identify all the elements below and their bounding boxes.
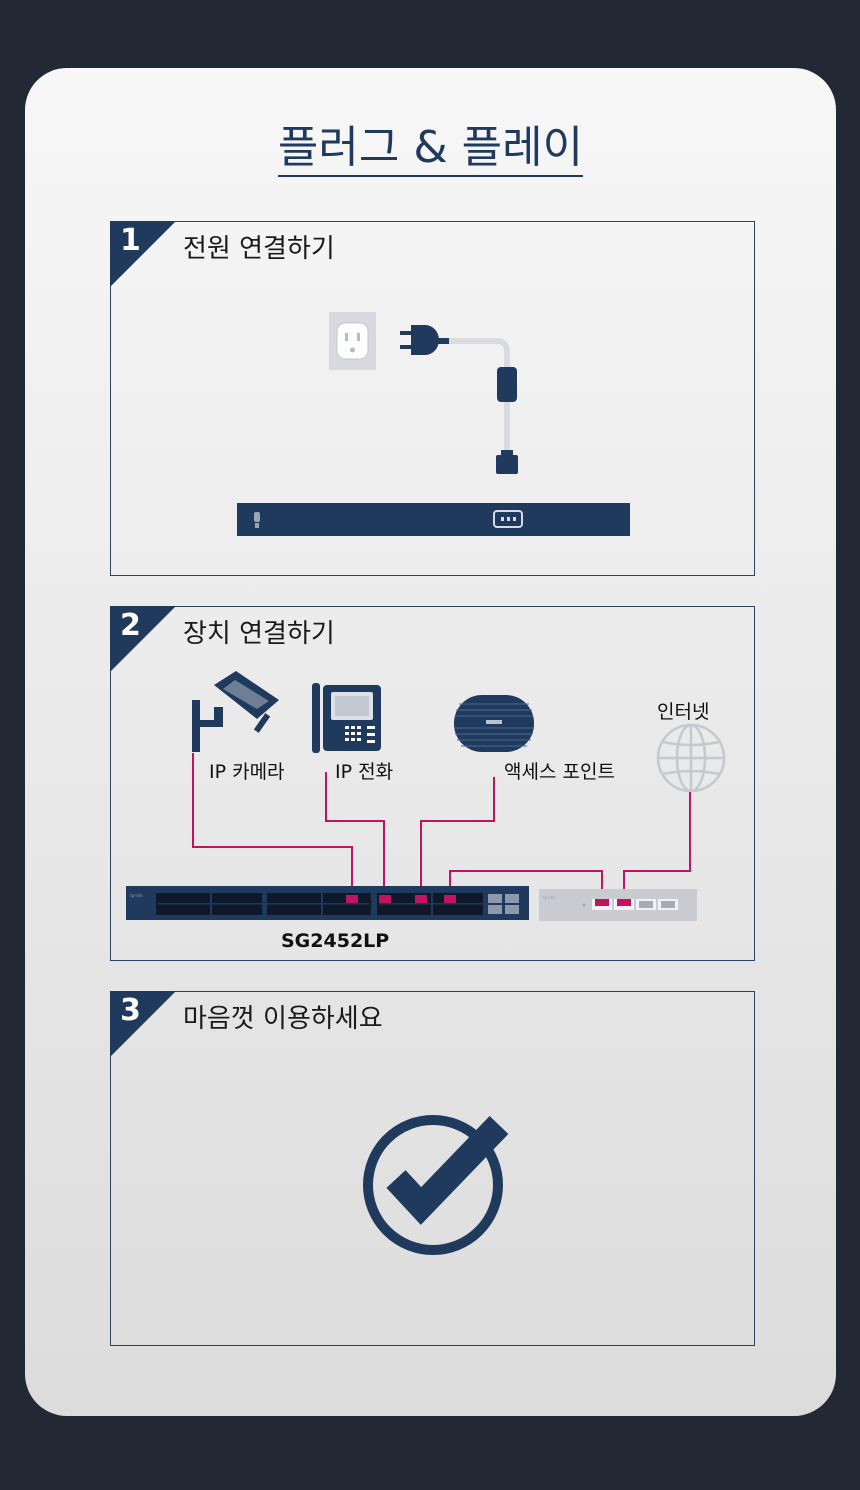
network-cables <box>192 753 691 900</box>
step-connect-devices: 2 장치 연결하기 IP 카메라 IP 전화 액세스 포인트 인터넷 SG245… <box>110 606 755 961</box>
svg-text:tp-link: tp-link <box>543 895 556 900</box>
phone-label: IP 전화 <box>335 761 394 783</box>
power-illustration <box>237 312 630 536</box>
step-title: 마음껏 이용하세요 <box>183 1004 383 1034</box>
step-badge <box>110 991 176 1057</box>
power-cable-icon <box>449 338 518 474</box>
page-title: 플러그 & 플레이 <box>25 122 836 177</box>
globe-icon <box>656 723 726 793</box>
power-outlet-icon <box>329 312 376 370</box>
switch-rear-panel <box>237 503 630 536</box>
step-number: 1 <box>120 223 141 258</box>
internet-label: 인터넷 <box>657 701 710 723</box>
router-icon: tp-link <box>539 889 697 921</box>
switch-icon: tp-link <box>126 886 529 920</box>
access-point-label: 액세스 포인트 <box>504 761 615 783</box>
camera-icon <box>192 671 279 752</box>
svg-text:tp-link: tp-link <box>130 893 143 898</box>
step-power: 1 전원 연결하기 <box>110 221 755 576</box>
checkmark-icon <box>363 1115 509 1255</box>
connection-diagram: tp-link <box>126 671 726 921</box>
step-title: 전원 연결하기 <box>183 234 335 264</box>
step-enjoy: 3 마음껏 이용하세요 <box>110 991 755 1346</box>
step-number: 3 <box>120 993 141 1028</box>
plug-and-play-card: 플러그 & 플레이 1 전원 연결하기 <box>25 68 836 1416</box>
camera-label: IP 카메라 <box>209 761 285 783</box>
access-point-icon <box>454 695 534 752</box>
step-badge <box>110 606 176 672</box>
step-title: 장치 연결하기 <box>183 619 335 649</box>
power-plug-icon <box>400 325 450 355</box>
switch-model-label: SG2452LP <box>281 930 390 952</box>
step-badge <box>110 221 176 287</box>
ip-phone-icon <box>312 683 381 753</box>
step-number: 2 <box>120 608 141 643</box>
